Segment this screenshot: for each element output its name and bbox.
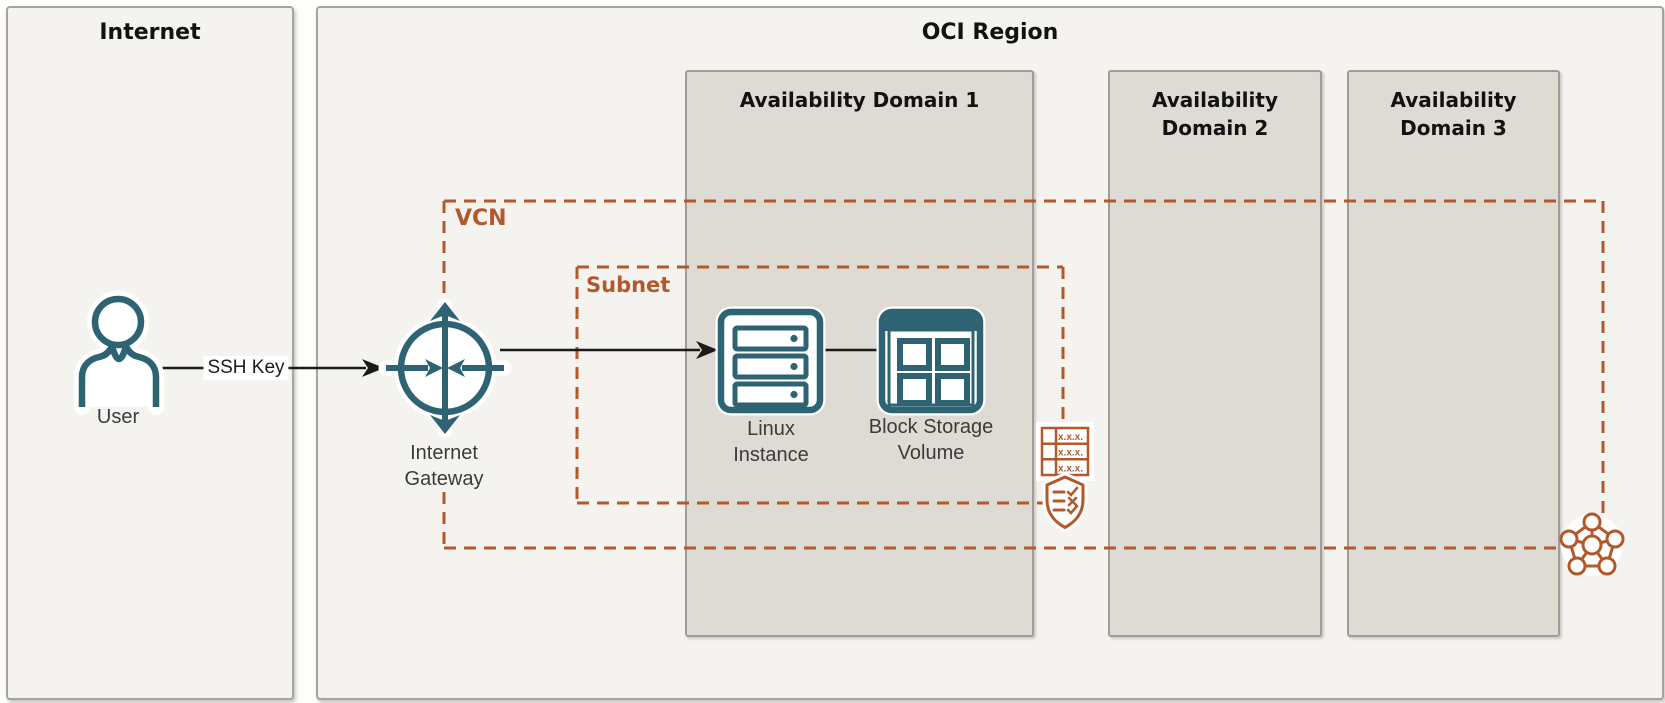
internet-gateway-label: Internet Gateway [404, 442, 484, 490]
availability-domain-3: Availability Domain 3 [1347, 70, 1560, 637]
internet-zone: Internet [6, 6, 294, 700]
availability-domain-3-title: Availability Domain 3 [1390, 88, 1517, 140]
subnet-label: Subnet [586, 273, 671, 297]
internet-zone-title: Internet [99, 20, 201, 45]
user-label: User [96, 406, 140, 428]
oci-region-title: OCI Region [921, 20, 1059, 45]
ssh-key-edge-label: SSH Key [203, 356, 289, 380]
block-storage-label: Block Storage Volume [868, 416, 994, 464]
availability-domain-2-title: Availability Domain 2 [1152, 88, 1278, 140]
linux-instance-label: Linux Instance [733, 418, 809, 466]
availability-domain-2: Availability Domain 2 [1108, 70, 1322, 637]
availability-domain-1-title: Availability Domain 1 [739, 88, 980, 112]
availability-domain-1: Availability Domain 1 [685, 70, 1034, 637]
vcn-label: VCN [455, 206, 507, 231]
